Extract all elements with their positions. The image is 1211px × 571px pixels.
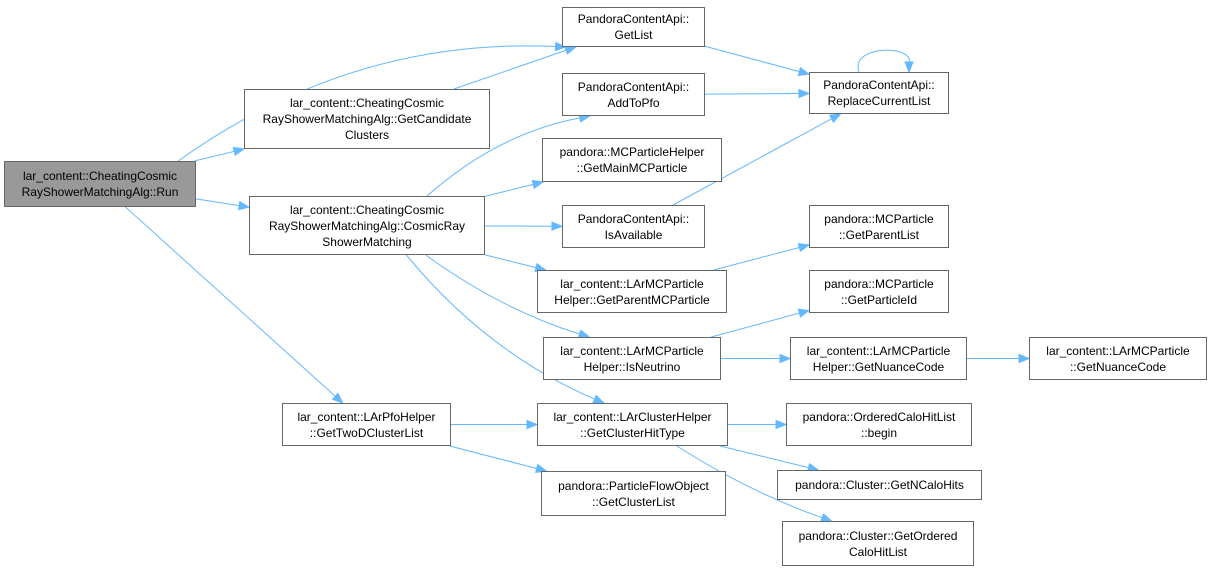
edge-run-to-gettwod xyxy=(125,206,344,404)
node-getclusterhittype[interactable]: lar_content::LArClusterHelper ::GetClust… xyxy=(537,403,728,446)
edge-getlist-to-replacecurrent xyxy=(704,45,811,77)
node-mcparticle-getnuancecode[interactable]: lar_content::LArMCParticle ::GetNuanceCo… xyxy=(1029,337,1207,380)
node-getmainmcparticle[interactable]: pandora::MCParticleHelper ::GetMainMCPar… xyxy=(542,138,722,182)
edge-isneutrino-to-getparticleid xyxy=(711,308,811,338)
node-run[interactable]: lar_content::CheatingCosmic RayShowerMat… xyxy=(4,161,196,207)
edge-isneutrino-to-helpernuance xyxy=(720,353,792,364)
node-addtopfo[interactable]: PandoraContentApi:: AddToPfo xyxy=(562,73,705,116)
edge-gettwod-to-pfogetclusterlist xyxy=(449,445,548,473)
node-getncalohits[interactable]: pandora::Cluster::GetNCaloHits xyxy=(777,470,982,500)
edge-run-to-getlist xyxy=(177,41,567,162)
edge-replacecurrent-to-replacecurrent xyxy=(857,49,914,74)
node-getparticleid[interactable]: pandora::MCParticle ::GetParticleId xyxy=(809,270,949,313)
edge-cosmicray-to-isavailable xyxy=(484,221,564,231)
node-gettwodclusterlist[interactable]: lar_content::LArPfoHelper ::GetTwoDClust… xyxy=(282,403,451,446)
node-replacecurrentlist[interactable]: PandoraContentApi:: ReplaceCurrentList xyxy=(809,72,949,114)
edge-run-to-getcandidate xyxy=(194,146,246,162)
edge-cosmicray-to-getclusterhittype xyxy=(405,254,606,404)
node-isavailable[interactable]: PandoraContentApi:: IsAvailable xyxy=(562,205,705,248)
node-pfo-getclusterlist[interactable]: pandora::ParticleFlowObject ::GetCluster… xyxy=(541,471,726,516)
node-cosmicrayshowermatching[interactable]: lar_content::CheatingCosmic RayShowerMat… xyxy=(249,196,485,255)
edge-getclusterhittype-to-getncalohits xyxy=(720,445,820,473)
node-isneutrino[interactable]: lar_content::LArMCParticle Helper::IsNeu… xyxy=(543,337,721,380)
node-getparentlist[interactable]: pandora::MCParticle ::GetParentList xyxy=(809,205,949,248)
edge-getparentmc-to-getparentlist xyxy=(713,243,811,271)
edge-run-to-cosmicray xyxy=(195,198,251,211)
node-helper-getnuancecode[interactable]: lar_content::LArMCParticle Helper::GetNu… xyxy=(790,337,967,380)
edge-addtopfo-to-replacecurrent xyxy=(704,88,811,99)
edge-getcandidate-to-getlist xyxy=(453,45,577,90)
node-getcandidateclusters[interactable]: lar_content::CheatingCosmic RayShowerMat… xyxy=(244,89,490,149)
node-begin[interactable]: pandora::OrderedCaloHitList ::begin xyxy=(786,403,972,446)
edge-isavailable-to-replacecurrent xyxy=(672,113,842,206)
edge-getclusterhittype-to-begin xyxy=(727,419,788,430)
node-getparentmcparticle[interactable]: lar_content::LArMCParticle Helper::GetPa… xyxy=(537,270,727,313)
edge-helpernuance-to-mcnuance xyxy=(966,353,1031,364)
node-getlist[interactable]: PandoraContentApi:: GetList xyxy=(562,7,705,47)
edge-cosmicray-to-getparentmc xyxy=(484,254,547,273)
edge-cosmicray-to-getmainmc xyxy=(484,179,545,197)
edge-gettwod-to-getclusterhittype xyxy=(450,419,539,430)
node-getorderedcalohitlist[interactable]: pandora::Cluster::GetOrdered CaloHitList xyxy=(782,521,974,566)
